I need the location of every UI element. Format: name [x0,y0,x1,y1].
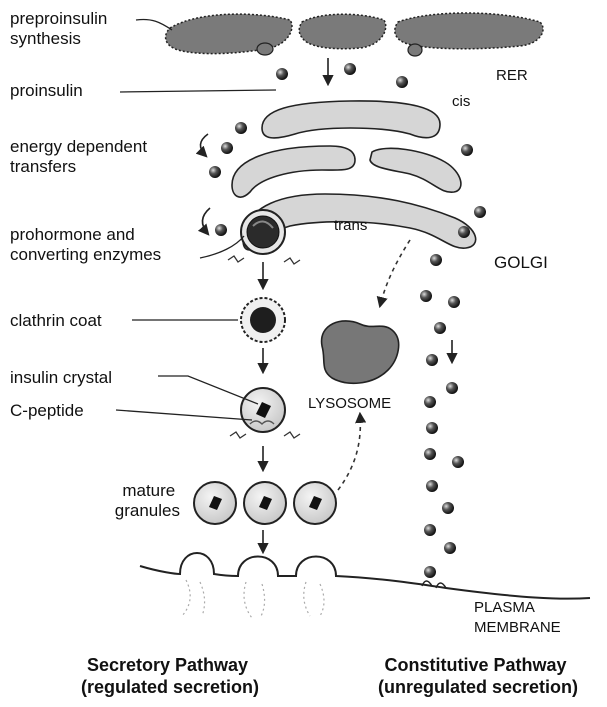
er-segment-right [395,13,543,49]
dashed-arrow-golgi-to-lysosome [380,240,410,306]
dashed-arrow-granule-to-lysosome [338,414,360,490]
arrow-transfer [202,208,210,234]
vesicle-dot [209,166,221,178]
vesicle-dot [276,68,288,80]
label-plasma-membrane: PLASMA MEMBRANE [474,599,561,636]
label-cis: cis [452,93,470,110]
er-bud [257,43,273,55]
label-clathrin-coat: clathrin coat [10,311,102,330]
vesicle-dot [461,144,473,156]
er-segment-middle [299,14,386,48]
vesicle-dot [434,322,446,334]
membrane-line [140,553,590,599]
lysosome [322,321,399,383]
golgi-cisterna-2 [232,146,355,197]
label-prohormone: prohormone and converting enzymes [10,225,161,264]
label-lysosome: LYSOSOME [308,395,391,412]
vesicle-dot [444,542,456,554]
caption-secretory-pathway: Secretory Pathway (regulated secretion) [81,655,259,697]
enzyme-mark [284,432,300,438]
vesicle-dot [215,224,227,236]
vesicle-dot [221,142,233,154]
vesicle-dot [426,354,438,366]
exocytosis-spray [182,580,324,618]
label-insulin-crystal: insulin crystal [10,368,112,387]
label-golgi: GOLGI [494,253,548,272]
vesicle-dot [235,122,247,134]
enzyme-mark [230,432,246,438]
vesicle-dot [424,524,436,536]
label-c-peptide: C-peptide [10,401,84,420]
label-proinsulin: proinsulin [10,81,83,100]
label-mature-granules: mature granules [115,481,180,520]
enzyme-mark [284,258,300,264]
caption-constitutive-pathway: Constitutive Pathway (unregulated secret… [378,655,578,697]
vesicle-dot [424,566,436,578]
vesicle-dot [474,206,486,218]
vesicle-dot [424,448,436,460]
vesicle-dot [396,76,408,88]
secretory-pathway-vesicles [194,210,336,524]
leader-preproinsulin [136,19,172,30]
golgi-cisterna-2b [370,148,461,192]
enzyme-mark [228,256,244,262]
vesicle-dot [442,502,454,514]
label-energy-transfers: energy dependent transfers [10,137,152,176]
label-rer: RER [496,67,528,84]
rough-er [166,13,543,56]
er-bud [408,44,422,56]
label-preproinsulin: preproinsulin synthesis [10,9,112,48]
leader-cpeptide [116,410,252,420]
leader-proinsulin [120,90,276,92]
vesicle-dot [448,296,460,308]
golgi-cisterna-cis [262,101,440,138]
vesicle-dot [430,254,442,266]
vesicle-dot [458,226,470,238]
vesicle-dot [426,480,438,492]
leader-prohormone [200,236,244,258]
label-trans: trans [334,217,367,234]
vesicle-dot [420,290,432,302]
vesicle-dot [426,422,438,434]
clathrin-core [250,307,276,333]
vesicle-dot [452,456,464,468]
vesicle-dot [344,63,356,75]
vesicle-dot [424,396,436,408]
vesicle-dot [446,382,458,394]
arrow-transfer [200,134,208,156]
